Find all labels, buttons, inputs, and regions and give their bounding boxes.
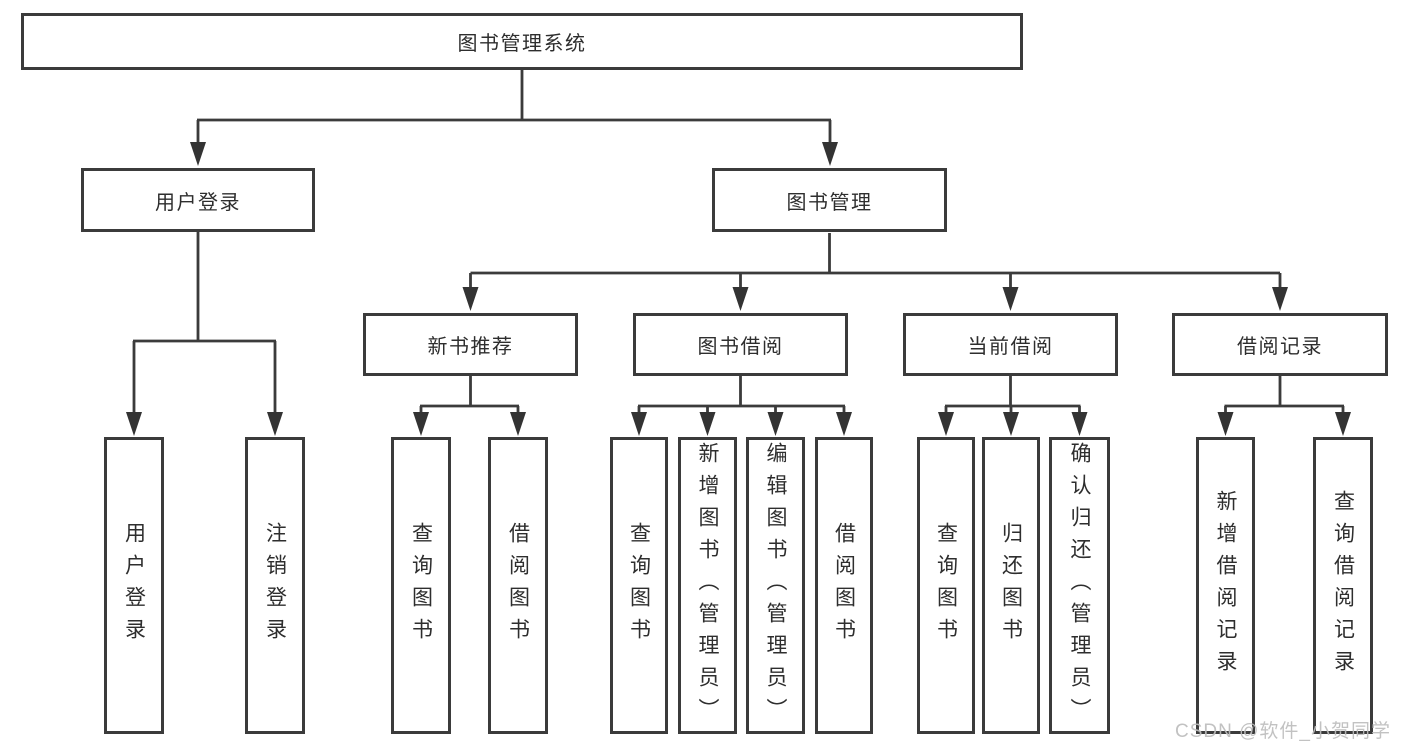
node-label: 用户登录 xyxy=(155,191,241,214)
arrow-icon xyxy=(1335,412,1351,436)
node-label: 图书借阅 xyxy=(697,336,784,358)
arrow-icon xyxy=(767,412,784,436)
leaf-logout: 注销登录 xyxy=(245,437,305,734)
leaf-label: 借阅图书 xyxy=(832,521,856,650)
arrowheads xyxy=(126,142,1351,436)
leaf-confirm-return-admin: 确认归还（管理员） xyxy=(1049,437,1110,734)
node-root-system: 图书管理系统 xyxy=(21,13,1023,70)
node-label: 图书管理系统 xyxy=(457,33,587,55)
node-label: 新书推荐 xyxy=(427,336,514,358)
leaf-label: 查询图书 xyxy=(934,521,958,650)
leaf-borrow-books-2: 借阅图书 xyxy=(815,437,873,734)
node-book-borrowing: 图书借阅 xyxy=(633,313,848,376)
node-label: 当前借阅 xyxy=(967,336,1054,358)
leaf-label: 查询图书 xyxy=(409,521,433,650)
leaf-label: 注销登录 xyxy=(263,521,287,650)
arrow-icon xyxy=(1003,412,1019,436)
leaf-query-books-2: 查询图书 xyxy=(610,437,668,734)
arrow-icon xyxy=(822,142,838,166)
leaf-user-login: 用户登录 xyxy=(104,437,164,734)
arrow-icon xyxy=(126,412,142,436)
leaf-label: 查询借阅记录 xyxy=(1331,489,1355,682)
arrow-icon xyxy=(699,412,716,436)
arrow-icon xyxy=(1002,287,1019,311)
arrow-icon xyxy=(732,287,749,311)
leaf-return-books: 归还图书 xyxy=(982,437,1040,734)
arrow-icon xyxy=(1217,412,1234,436)
leaf-borrow-books-1: 借阅图书 xyxy=(488,437,548,734)
leaf-label: 新增图书（管理员） xyxy=(696,441,719,730)
leaf-label: 归还图书 xyxy=(999,521,1023,650)
leaf-query-borrow-record: 查询借阅记录 xyxy=(1313,437,1373,734)
arrow-icon xyxy=(510,412,526,436)
leaf-query-books-3: 查询图书 xyxy=(917,437,975,734)
arrow-icon xyxy=(413,412,429,436)
arrow-icon xyxy=(462,287,479,311)
node-borrowing-records: 借阅记录 xyxy=(1172,313,1388,376)
leaf-label: 用户登录 xyxy=(122,521,146,650)
leaf-add-books-admin: 新增图书（管理员） xyxy=(678,437,737,734)
arrow-icon xyxy=(1071,412,1088,436)
leaf-label: 新增借阅记录 xyxy=(1214,489,1237,682)
leaf-edit-books-admin: 编辑图书（管理员） xyxy=(746,437,805,734)
node-user-login: 用户登录 xyxy=(81,168,315,232)
leaf-label: 查询图书 xyxy=(627,521,651,650)
leaf-label: 编辑图书（管理员） xyxy=(764,441,787,730)
arrow-icon xyxy=(190,142,206,166)
leaf-label: 确认归还（管理员） xyxy=(1068,441,1091,730)
node-label: 借阅记录 xyxy=(1237,336,1323,358)
leaf-add-borrow-record: 新增借阅记录 xyxy=(1196,437,1255,734)
arrow-icon xyxy=(1272,287,1288,311)
arrow-icon xyxy=(631,412,647,436)
leaf-label: 借阅图书 xyxy=(506,521,530,650)
arrow-icon xyxy=(836,412,852,436)
arrow-icon xyxy=(267,412,283,436)
node-label: 图书管理 xyxy=(786,191,873,214)
node-current-borrowing: 当前借阅 xyxy=(903,313,1118,376)
watermark-text: CSDN @软件_小贺同学 xyxy=(1175,721,1391,742)
node-new-book-recommend: 新书推荐 xyxy=(363,313,578,376)
leaf-query-books-1: 查询图书 xyxy=(391,437,451,734)
arrow-icon xyxy=(938,412,954,436)
node-book-management: 图书管理 xyxy=(712,168,947,232)
